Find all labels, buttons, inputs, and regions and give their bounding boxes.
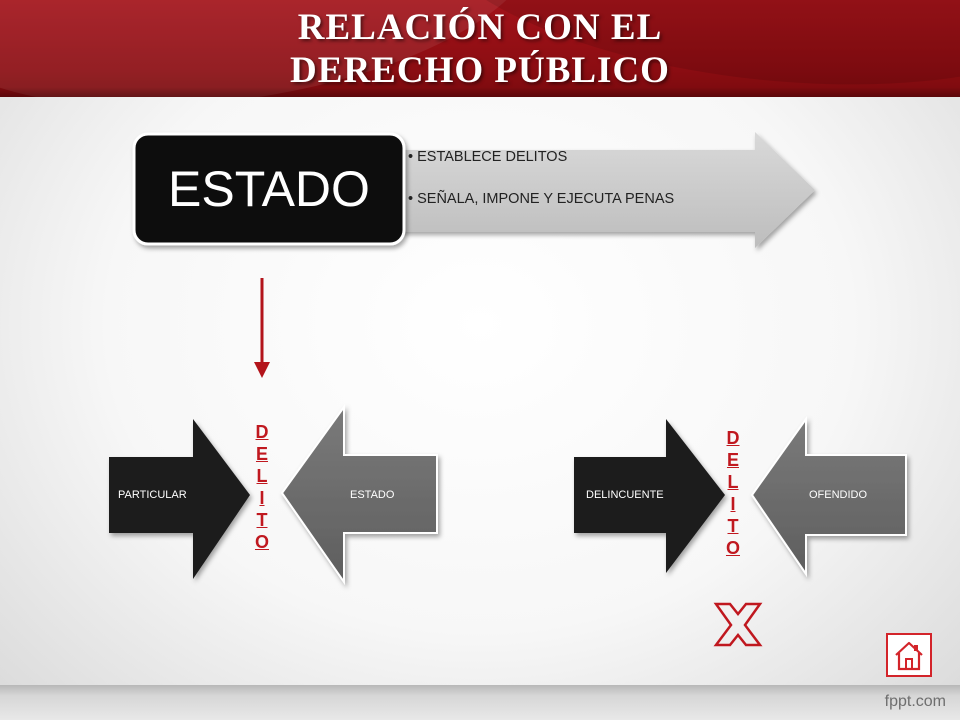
- letter: O: [725, 538, 740, 558]
- particular-arrow: [109, 419, 250, 579]
- letter: E: [255, 444, 268, 464]
- footer-logo: fppt.com: [884, 693, 946, 710]
- estado-arrow-label: ESTADO: [350, 489, 395, 501]
- ofendido-label: OFENDIDO: [809, 489, 868, 501]
- delincuente-arrow: [574, 419, 725, 573]
- banner-shadow: [0, 87, 960, 97]
- slide-title-line1: RELACIÓN CON EL: [297, 7, 663, 48]
- particular-label: PARTICULAR: [118, 489, 187, 501]
- delito-vertical-text: D E L I T O: [718, 427, 748, 559]
- letter: T: [256, 510, 268, 530]
- estado-arrow: [280, 403, 438, 586]
- delincuente-label: DELINCUENTE: [586, 489, 664, 501]
- letter: O: [254, 532, 269, 552]
- letter: E: [726, 450, 739, 470]
- estado-box-label: ESTADO: [168, 161, 370, 217]
- footer-bar: [0, 685, 960, 720]
- estado-box: [132, 132, 406, 246]
- ofendido-arrow: [750, 415, 907, 578]
- arrow-down-icon: [254, 278, 270, 378]
- process-chevron: [300, 132, 815, 248]
- delito-vertical-text: D E L I T O: [247, 421, 277, 553]
- slide-title-line2: DERECHO PÚBLICO: [290, 50, 670, 91]
- home-icon: [895, 641, 923, 671]
- letter: D: [255, 422, 269, 442]
- bullet-item: • ESTABLECE DELITOS: [408, 149, 568, 165]
- letter: T: [727, 516, 739, 536]
- slide-title: RELACIÓN CON EL DERECHO PÚBLICO: [0, 6, 960, 92]
- letter: I: [730, 494, 736, 514]
- title-banner: [0, 0, 960, 97]
- home-button[interactable]: [886, 633, 932, 677]
- letter: L: [727, 472, 739, 492]
- letter: D: [726, 428, 740, 448]
- letter: L: [256, 466, 268, 486]
- bullet-item: • SEÑALA, IMPONE Y EJECUTA PENAS: [408, 191, 675, 207]
- estado-bullet-list: • ESTABLECE DELITOS • SEÑALA, IMPONE Y E…: [408, 144, 788, 212]
- x-mark-icon: [713, 602, 763, 647]
- letter: I: [259, 488, 265, 508]
